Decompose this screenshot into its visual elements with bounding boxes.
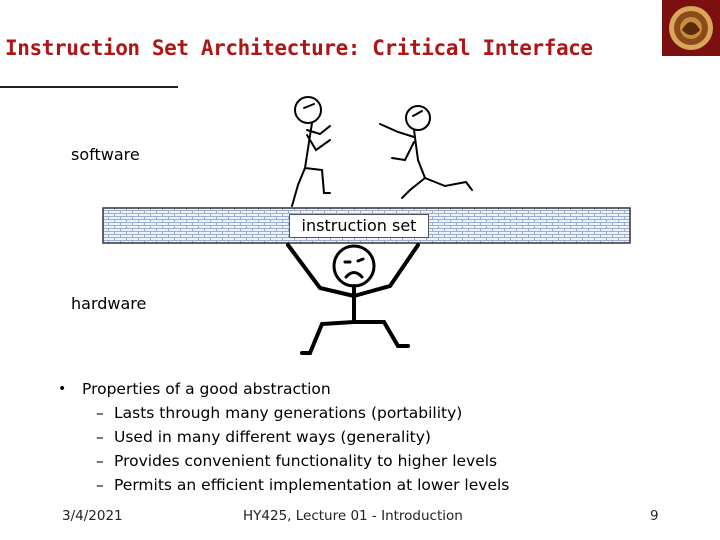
sub-bullet-item: – Used in many different ways (generalit… <box>58 425 698 449</box>
sub-bullet-item: – Provides convenient functionality to h… <box>58 449 698 473</box>
slide-title: Instruction Set Architecture: Critical I… <box>5 36 593 60</box>
bullet-text: Properties of a good abstraction <box>82 380 331 398</box>
dash-icon: – <box>96 401 104 425</box>
sub-bullet-item: – Permits an efficient implementation at… <box>58 473 698 497</box>
bullet-dot-icon: • <box>58 377 66 401</box>
instruction-set-label: instruction set <box>289 214 429 238</box>
bullet-item: • Properties of a good abstraction <box>58 377 698 401</box>
university-seal-logo <box>662 0 720 56</box>
footer-lecture-title: HY425, Lecture 01 - Introduction <box>243 508 463 524</box>
dash-icon: – <box>96 449 104 473</box>
sub-bullet-text: Used in many different ways (generality) <box>114 428 431 446</box>
dash-icon: – <box>96 425 104 449</box>
sub-bullet-text: Permits an efficient implementation at l… <box>114 476 509 494</box>
software-stick-figure-right <box>380 106 472 198</box>
sub-bullet-text: Provides convenient functionality to hig… <box>114 452 497 470</box>
bullet-list: • Properties of a good abstraction – Las… <box>58 377 698 497</box>
software-stick-figure-left <box>292 97 330 206</box>
footer-page-number: 9 <box>650 508 659 524</box>
sub-bullet-text: Lasts through many generations (portabil… <box>114 404 462 422</box>
sub-bullet-item: – Lasts through many generations (portab… <box>58 401 698 425</box>
hardware-label: hardware <box>71 294 146 313</box>
footer-date: 3/4/2021 <box>62 508 123 524</box>
hardware-stick-figure <box>288 245 418 353</box>
dash-icon: – <box>96 473 104 497</box>
software-label: software <box>71 145 140 164</box>
